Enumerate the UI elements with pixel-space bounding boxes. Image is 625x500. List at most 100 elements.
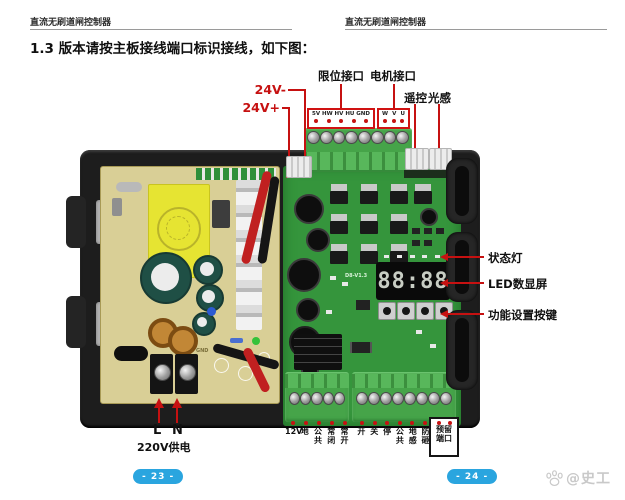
ic-chip xyxy=(356,300,370,310)
case-handle xyxy=(446,158,478,224)
capacitor xyxy=(192,312,216,336)
callout-line xyxy=(158,407,160,423)
capacitor-top xyxy=(202,290,215,303)
capacitor-top xyxy=(197,317,207,327)
capacitor xyxy=(294,194,324,224)
silkscreen-gnd: GND xyxy=(196,348,209,354)
bottom-screws-right xyxy=(356,391,452,405)
paw-icon xyxy=(546,469,563,486)
watermark: @史工 xyxy=(545,468,611,488)
terminal-label: 公 共 xyxy=(395,427,404,445)
terminal-label: 12V xyxy=(285,427,303,436)
motor-terminal-labels: W V U xyxy=(377,108,410,129)
callout-line xyxy=(414,104,416,148)
terminal-slots xyxy=(304,152,412,170)
function-button xyxy=(397,302,415,320)
label-24v-minus: 24V- xyxy=(254,82,286,97)
section-heading: 1.3 版本请按主板接线端口标识接线，如下图： xyxy=(30,41,316,57)
ic-chip xyxy=(350,342,372,353)
resistor xyxy=(230,338,243,343)
case-tab xyxy=(66,296,86,348)
capacitor xyxy=(306,228,330,252)
mount-pad xyxy=(214,358,229,373)
terminal-label: GND xyxy=(356,111,370,117)
terminal-label: 公 共 xyxy=(314,427,322,445)
label-function-keys: 功能设置按键 xyxy=(488,308,557,322)
label-mains-supply: 220V供电 xyxy=(137,441,191,454)
bottom-dots-left xyxy=(291,421,347,425)
label-remote: 遥控 xyxy=(404,91,427,105)
callout-line xyxy=(340,84,342,108)
page-number-left: - 23 - xyxy=(133,469,184,484)
callout-line xyxy=(288,107,290,156)
callout-line xyxy=(447,313,484,315)
terminal-screw xyxy=(154,364,171,381)
terminal-label: HW xyxy=(321,111,333,117)
callout-line xyxy=(438,104,440,148)
terminal-label: W xyxy=(382,111,389,117)
function-button xyxy=(416,302,434,320)
label-light-sensor: 光感 xyxy=(428,91,451,105)
label-line-n: N xyxy=(172,423,183,438)
terminal-label: 常 闭 xyxy=(327,427,336,445)
label-24v-plus: 24V+ xyxy=(242,100,280,115)
capacitor xyxy=(296,298,320,322)
varistor xyxy=(207,307,216,316)
terminal-label: 停 xyxy=(383,427,392,436)
watermark-text: @史工 xyxy=(566,471,611,487)
transformer-stamp xyxy=(157,207,201,251)
bottom-labels-left: 12V 地 公 共 常 闭 常 开 xyxy=(285,427,351,445)
header-right: 直流无刷道闸控制器 xyxy=(345,18,427,28)
capacitor xyxy=(420,208,438,226)
led xyxy=(252,337,260,345)
bottom-labels-right: 开 关 停 公 共 地 感 防 砸 xyxy=(355,427,432,445)
pin-header xyxy=(404,170,454,178)
callout-line xyxy=(447,282,484,284)
label-line-l: L xyxy=(153,423,162,438)
function-button xyxy=(378,302,396,320)
callout-line xyxy=(288,89,306,91)
case-tab xyxy=(66,196,86,248)
callout-line xyxy=(304,89,306,156)
power-input-connector xyxy=(286,156,312,178)
arrow-up xyxy=(154,398,164,408)
header-left: 直流无刷道闸控制器 xyxy=(30,18,112,28)
label-motor-port: 电机接口 xyxy=(370,69,416,83)
terminal-label: 常 开 xyxy=(340,427,349,445)
terminal-label: 5V xyxy=(312,111,321,117)
callout-line xyxy=(282,107,290,109)
terminal-label: 防 砸 xyxy=(421,427,430,445)
capacitor-top xyxy=(151,263,179,291)
limit-terminal-labels: 5V HW HV HU GND xyxy=(307,108,375,129)
callout-line xyxy=(393,84,395,108)
bottom-screws-left xyxy=(289,391,346,405)
header-rule-left xyxy=(30,29,292,30)
terminal-label: HV xyxy=(334,111,344,117)
arrow-up xyxy=(172,398,182,408)
label-led-display: LED数显屏 xyxy=(488,277,548,291)
label-status-light: 状态灯 xyxy=(488,251,523,265)
toroid-coil xyxy=(168,326,198,356)
case-handle xyxy=(446,232,478,302)
header-rule-right xyxy=(345,29,607,30)
display-digits: 88:88 xyxy=(377,268,449,294)
arrow-left xyxy=(440,279,448,287)
terminal-slots xyxy=(352,374,456,388)
terminal-label: V xyxy=(392,111,397,117)
remote-connector xyxy=(405,148,429,170)
bottom-dots-right xyxy=(360,421,427,425)
terminal-screw xyxy=(179,364,196,381)
capacitor-axial xyxy=(114,346,148,361)
arrow-left xyxy=(440,310,448,318)
led-display: 88:88 xyxy=(376,262,450,300)
terminal-label: 关 xyxy=(370,427,379,436)
component xyxy=(112,198,122,216)
case-handle xyxy=(446,310,478,390)
component xyxy=(212,200,230,228)
page-number-right: - 24 - xyxy=(447,469,498,484)
relay xyxy=(294,334,342,370)
capacitor xyxy=(116,182,142,192)
board-version-silkscreen: D8-V1.3 xyxy=(345,273,368,279)
capacitor xyxy=(287,258,321,292)
